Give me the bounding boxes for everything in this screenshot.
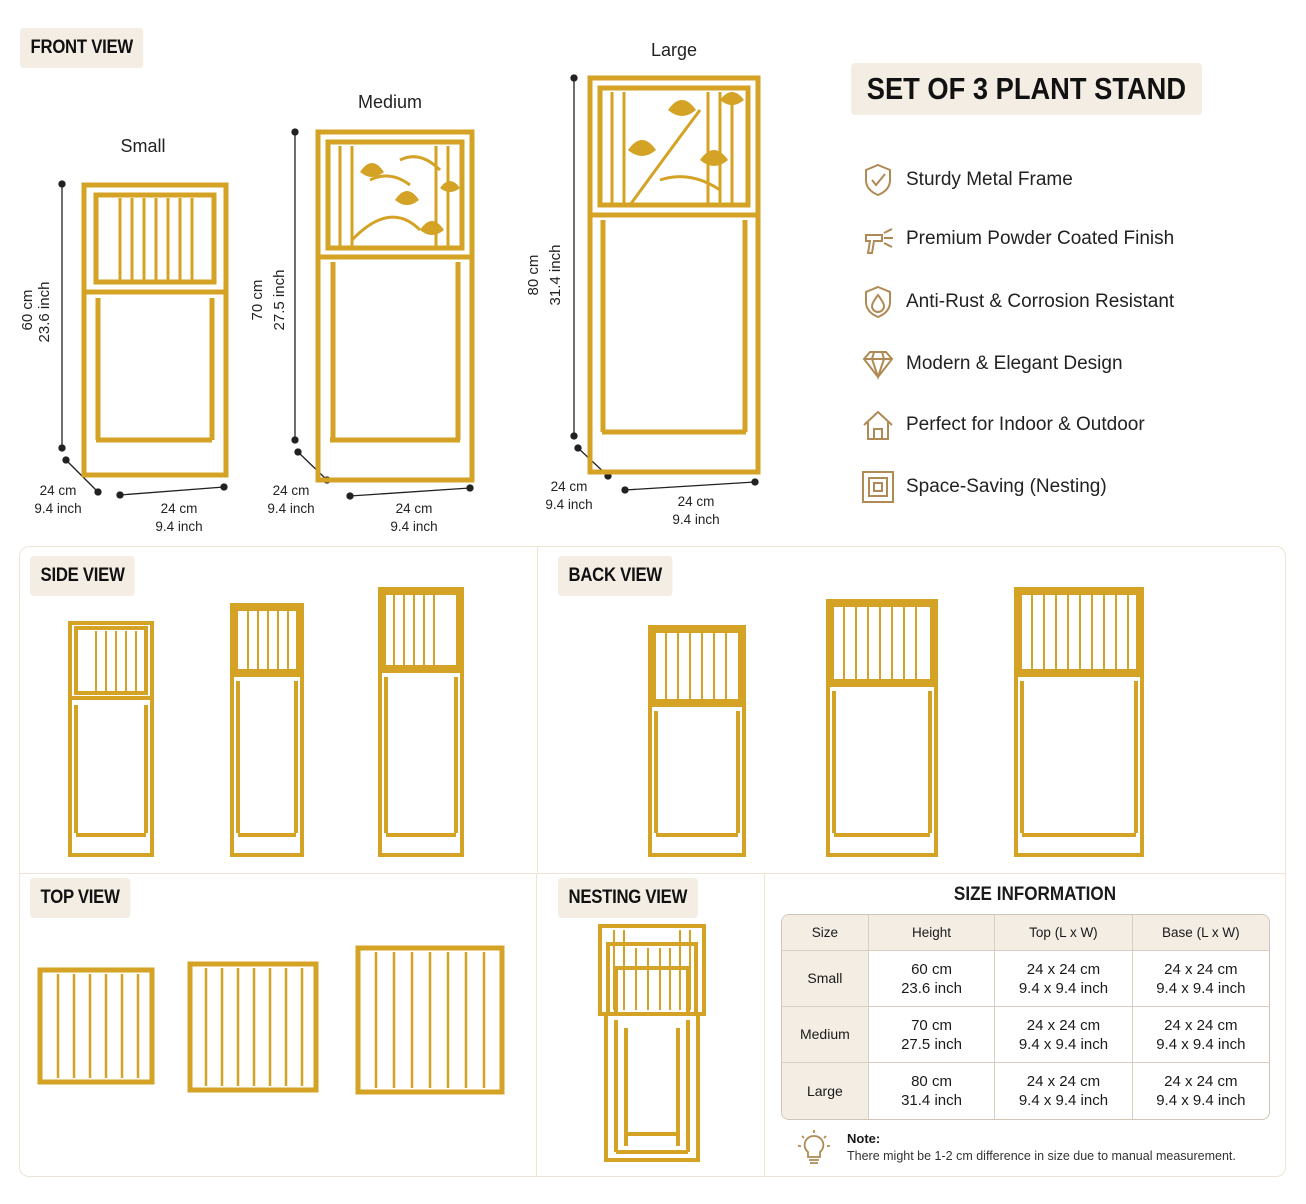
table-cell: Small [782, 951, 869, 1007]
large-width-in: 9.4 inch [672, 512, 720, 527]
medium-height-cm: 70 cm [249, 279, 266, 321]
size-info-panel [765, 873, 1286, 1177]
top-view-tag: TOP VIEW [30, 878, 131, 918]
water-drop-shield-icon [865, 285, 891, 319]
small-depth-cm: 24 cm [39, 483, 77, 498]
feature-label: Sturdy Metal Frame [906, 169, 1073, 190]
note-label: Note: [847, 1131, 881, 1146]
table-cell: Large [782, 1063, 869, 1119]
back-view-panel [537, 546, 1286, 873]
feature-item: Perfect for Indoor & Outdoor [860, 405, 1145, 445]
small-label: Small [120, 136, 166, 156]
nesting-view-drawing [598, 924, 706, 1162]
feature-item: Modern & Elegant Design [860, 344, 1123, 384]
house-tree-icon [863, 410, 893, 440]
feature-label: Anti-Rust & Corrosion Resistant [906, 291, 1175, 312]
page-title: SET OF 3 PLANT STAND [851, 63, 1202, 115]
nesting-panel [537, 873, 765, 1177]
size-info-table: Size Height Top (L x W) Base (L x W) Sma… [781, 914, 1270, 1120]
feature-item: Anti-Rust & Corrosion Resistant [860, 282, 1174, 322]
small-width-in: 9.4 inch [155, 519, 203, 534]
large-depth-cm: 24 cm [550, 479, 588, 494]
large-depth-in: 9.4 inch [545, 497, 593, 512]
table-header-cell: Height [868, 915, 996, 951]
shield-check-icon [865, 163, 891, 197]
note-text: There might be 1-2 cm difference in size… [847, 1149, 1236, 1163]
feature-item: Sturdy Metal Frame [860, 160, 1073, 200]
side-view-drawing [68, 587, 464, 857]
side-view-panel [19, 546, 537, 873]
size-info-title: SIZE INFORMATION [953, 884, 1117, 905]
feature-label: Premium Powder Coated Finish [906, 228, 1175, 249]
feature-label: Modern & Elegant Design [906, 353, 1123, 374]
medium-depth-in: 9.4 inch [267, 501, 315, 516]
nested-squares-icon [862, 471, 894, 503]
medium-width-cm: 24 cm [395, 501, 433, 516]
feature-label: Perfect for Indoor & Outdoor [906, 414, 1145, 435]
table-header-cell: Size [782, 915, 869, 951]
feature-item: Premium Powder Coated Finish [860, 219, 1174, 259]
top-view-panel [19, 873, 537, 1177]
table-cell: Medium [782, 1007, 869, 1063]
table-header-cell: Top (L x W) [995, 915, 1133, 951]
lightbulb-icon [798, 1130, 830, 1164]
medium-label: Medium [357, 92, 423, 112]
side-view-tag: SIDE VIEW [30, 556, 136, 596]
feature-item: Space-Saving (Nesting) [860, 467, 1107, 507]
large-width-cm: 24 cm [677, 494, 715, 509]
front-view-tag: FRONT VIEW [20, 28, 144, 68]
small-height-in: 23.6 inch [36, 281, 53, 343]
top-view-drawing [37, 945, 505, 1095]
spray-gun-icon [865, 228, 893, 254]
front-view-drawing [58, 74, 761, 500]
table-header-cell: Base (L x W) [1132, 915, 1269, 951]
nesting-view-tag: NESTING VIEW [558, 878, 698, 918]
medium-width-in: 9.4 inch [390, 519, 438, 534]
medium-height-in: 27.5 inch [271, 269, 288, 331]
diamond-icon [862, 351, 894, 381]
large-label: Large [650, 40, 698, 60]
small-width-cm: 24 cm [160, 501, 198, 516]
large-height-cm: 80 cm [525, 254, 542, 296]
feature-label: Space-Saving (Nesting) [906, 476, 1107, 497]
medium-depth-cm: 24 cm [272, 483, 310, 498]
small-depth-in: 9.4 inch [34, 501, 82, 516]
table-header-row: Size Height Top (L x W) Base (L x W) [782, 915, 1269, 951]
large-height-in: 31.4 inch [547, 244, 564, 306]
back-view-tag: BACK VIEW [558, 556, 673, 596]
back-view-drawing [648, 587, 1144, 857]
